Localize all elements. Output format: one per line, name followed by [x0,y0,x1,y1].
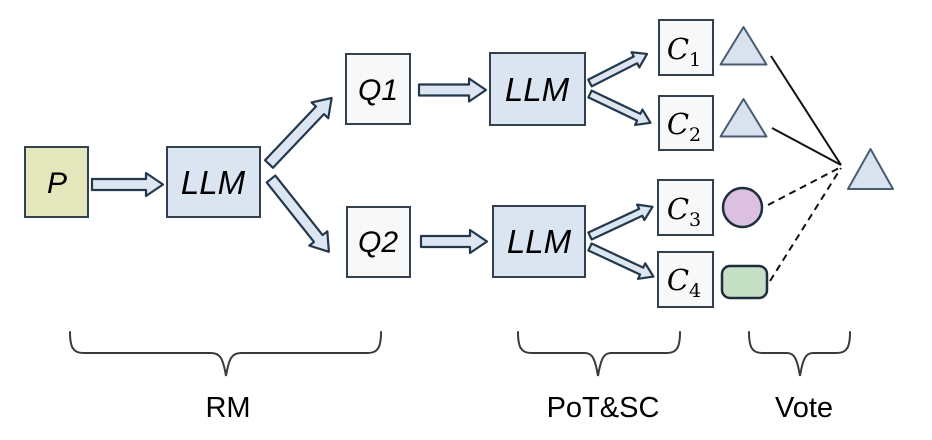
c4-subscript: 4 [689,280,701,302]
q1-box [345,53,411,125]
arrow-pot-llm-to-c3-icon [587,203,654,241]
c4-letter: C [667,263,689,297]
c2-label: C2 [667,107,701,146]
potsc-stage-label: PoT&SC [547,392,660,424]
arrow-q2-to-pot-llm-icon [419,228,489,255]
c3-box [657,179,714,236]
rm-llm-box [166,146,261,218]
arrow-pot-llm-to-c2-icon [587,89,652,127]
c1-box [658,19,714,76]
arrow-q1-to-pot-llm-icon [417,77,488,103]
final-answer-triangle-icon [847,148,894,190]
arrow-prompt-to-rm-llm-icon [90,171,165,198]
vote-link-c3-dashed [767,166,842,206]
c2-letter: C [667,107,689,141]
vote-link-c4-dashed [769,167,842,282]
q2-box [346,206,411,278]
arrow-rm-llm-to-q1-icon [263,96,333,169]
c1-answer-triangle-icon [719,26,768,66]
c3-subscript: 3 [689,209,701,231]
c2-answer-triangle-icon [719,98,768,138]
c1-label: C1 [667,32,701,71]
potsc-brace [517,331,681,377]
c2-box [658,95,714,151]
pot-llm-top-box [489,52,586,126]
pot-llm-top-label: LLM [505,71,570,108]
prompt-label: P [47,167,67,200]
pot-llm-bottom-box [492,205,586,278]
vote-link-c2-solid [771,127,842,166]
pot-llm-bottom-label: LLM [507,223,572,260]
vote-link-c1-solid [770,55,842,166]
c3-answer-circle-icon [721,186,764,229]
rm-llm-label: LLM [181,164,246,201]
c3-letter: C [667,192,689,226]
q2-label: Q2 [358,226,398,259]
rm-stage-label: RM [205,392,250,424]
c4-box [657,251,714,308]
c2-subscript: 2 [689,124,701,146]
rm-brace [69,331,382,377]
q1-label: Q1 [358,74,398,107]
c4-label: C4 [667,263,701,302]
arrow-pot-llm-to-c1-icon [587,51,649,88]
vote-stage-label: Vote [775,392,833,424]
arrow-pot-llm-to-c4-icon [587,242,655,280]
prompt-box [24,146,89,218]
c3-label: C3 [667,192,701,231]
arrow-rm-llm-to-q2-icon [265,174,330,253]
c1-subscript: 1 [689,49,701,71]
c1-letter: C [667,32,689,66]
c4-answer-square-icon [720,264,769,300]
vote-brace [748,331,851,377]
